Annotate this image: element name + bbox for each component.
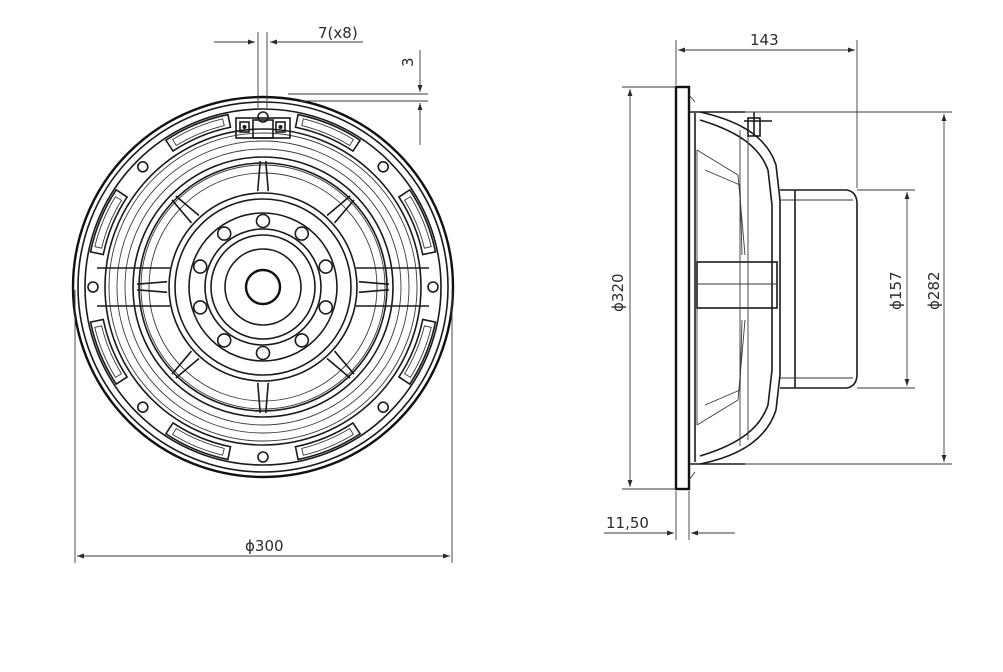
magnet-bolt [216, 226, 232, 241]
spoke-edge [256, 382, 262, 414]
spoke-edge [136, 288, 168, 294]
mounting-hole [427, 281, 439, 293]
magnet-bolts [192, 213, 334, 361]
mounting-slot [397, 318, 437, 386]
spoke-edge [264, 382, 270, 414]
mounting-hole [377, 401, 390, 414]
spoke-edge [358, 280, 390, 286]
mounting-slots [89, 113, 437, 461]
mounting-slot-inner [171, 118, 225, 147]
front-outer-rim [71, 95, 455, 479]
dim-outer-diameter: ϕ300 [74, 290, 453, 563]
spoke-edge [171, 199, 193, 224]
magnet-bolt [318, 300, 334, 315]
mounting-slot-inner [301, 118, 355, 147]
mounting-slot-inner [171, 427, 225, 456]
dim-depth: 143 [675, 31, 858, 188]
flange-thickness-label: 11,50 [606, 514, 649, 532]
mounting-hole [136, 160, 149, 173]
spoke-edge [136, 280, 168, 286]
mounting-slot [164, 113, 232, 153]
magnet-bolt [192, 300, 208, 315]
spoke-edge [333, 350, 355, 375]
depth-label: 143 [750, 31, 779, 49]
spoke-edge [175, 195, 200, 217]
slot-dim-label: 7(x8) [318, 24, 358, 42]
mounting-slot [397, 188, 437, 256]
magnet-bolt [255, 213, 271, 229]
magnet-bolt [294, 226, 310, 241]
magnet-assembly [168, 192, 358, 382]
mounting-holes [87, 111, 439, 463]
basket-spokes [97, 160, 429, 414]
dim-flange-offset: 3 [288, 50, 428, 145]
mounting-hole [136, 401, 149, 414]
outer-diameter-label: ϕ300 [245, 537, 284, 555]
mounting-slot [294, 421, 362, 461]
magnet-bolt [216, 333, 232, 348]
magnet-diameter-label: ϕ157 [887, 271, 905, 310]
spoke-edge [264, 160, 270, 192]
mounting-hole [87, 281, 99, 293]
dim-flange-thickness: 11,50 [604, 491, 735, 540]
magnet-bolt [192, 259, 208, 274]
spoke-edge [358, 288, 390, 294]
dim-magnet-diameter: ϕ157 [857, 189, 915, 389]
mounting-slot-inner [94, 195, 123, 249]
side-terminal [744, 112, 772, 137]
magnet-bolt [294, 333, 310, 348]
mounting-slot [164, 421, 232, 461]
magnet-bolt [318, 259, 334, 274]
spoke-edge [333, 199, 355, 224]
front-view: 7(x8) 3 ϕ300 [71, 24, 455, 563]
dim-basket-diameter: ϕ282 [745, 111, 952, 465]
flange-diameter-label: ϕ320 [609, 273, 627, 312]
mounting-slot-inner [94, 325, 123, 379]
spoke-edge [326, 195, 351, 217]
mounting-hole [257, 111, 269, 123]
mounting-slot-inner [403, 195, 432, 249]
mounting-slot-inner [301, 427, 355, 456]
terminal-block [235, 117, 291, 139]
dim-slot-width: 7(x8) [214, 24, 363, 108]
spoke-edge [326, 357, 351, 379]
cone-rings [116, 140, 410, 434]
basket-inner-ring [132, 156, 394, 418]
mounting-slot [89, 188, 129, 256]
mounting-hole [257, 451, 269, 463]
mounting-hole [377, 160, 390, 173]
mounting-slot [294, 113, 362, 153]
magnet-bolt [255, 345, 271, 361]
dim-flange-diameter: ϕ320 [609, 86, 676, 490]
basket-profile [689, 111, 781, 465]
spoke-edge [256, 160, 262, 192]
mounting-flange [674, 85, 696, 491]
magnet-profile [780, 189, 858, 389]
basket-diameter-label: ϕ282 [925, 271, 943, 310]
flange-offset-label: 3 [399, 57, 417, 67]
mounting-slot [89, 318, 129, 386]
spoke-edge [171, 350, 193, 375]
spoke-edge [175, 357, 200, 379]
side-view: 143 ϕ320 ϕ157 ϕ282 [604, 31, 952, 540]
mounting-slot-inner [403, 325, 432, 379]
